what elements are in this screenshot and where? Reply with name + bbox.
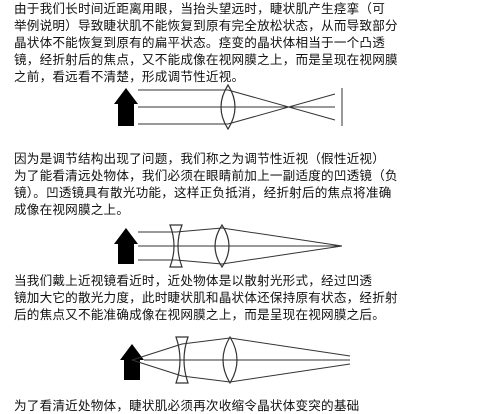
text-line: 举例说明）导致睫状肌不能恢复到原有完全放松状态，从而导致部分 — [14, 18, 398, 33]
convex-lens-shape — [214, 223, 230, 269]
convex-lens-shape — [222, 335, 238, 385]
ray-lower-out — [229, 363, 351, 383]
text-line: 为了能看清远处物体，我们必须在眼睛前加上一副适度的凹透镜（负 — [14, 168, 398, 183]
ray-lower-mid — [181, 375, 231, 383]
concave-lens-shape — [175, 336, 189, 384]
diagram-concave-lens-correction — [114, 223, 343, 269]
ray-upper-mid — [181, 337, 231, 345]
text-line: 为了看清近处物体，睫状肌必须再次收缩令晶状体变突的基础 — [14, 398, 360, 413]
paragraph-1: 由于我们长时间近距离用眼，当抬头望远时，睫状肌产生痉挛（可 举例说明）导致睫状肌… — [14, 0, 486, 85]
text-line: 因为是调节结构出现了问题，我们称之为调节性近视（假性近视） — [14, 151, 386, 166]
text-line: 后的焦点又不能准确成像在视网膜之上，而是呈现在视网膜之后。 — [14, 307, 386, 322]
ray-upper-out — [229, 337, 351, 357]
text-line: 之前，看远看不清楚，形成调节性近视。 — [14, 69, 245, 84]
ray-lower-out — [227, 93, 336, 125]
text-line: 镜加大它的散光力度，此时睫状肌和晶状体还保持原有状态，经折射 — [14, 290, 398, 305]
ray-upper-out — [221, 227, 343, 247]
concave-lens-shape — [169, 224, 183, 268]
ray-lower-out — [221, 245, 343, 265]
text-line: 成像在视网膜之上。 — [14, 202, 130, 217]
convex-lens-shape — [220, 83, 236, 131]
paragraph-3: 当我们戴上近视镜看近时，近处物体是以散射光形式，经过凹透 镜加大它的散光力度，此… — [14, 272, 486, 323]
text-line: 当我们戴上近视镜看近时，近处物体是以散射光形式，经过凹透 — [14, 273, 373, 288]
ray-lower-in — [131, 359, 183, 377]
text-line: 晶状体不能恢复到原有的扁平状态。痉变的晶状体相当于一个凸透 — [14, 35, 386, 50]
paragraph-2: 因为是调节结构出现了问题，我们称之为调节性近视（假性近视） 为了能看清远处物体，… — [14, 150, 486, 218]
object-arrow-icon — [114, 228, 138, 264]
object-arrow-icon — [120, 344, 144, 380]
ray-upper-mid — [175, 227, 223, 233]
ray-lower-mid — [175, 259, 223, 265]
text-line: 镜，经折射后的焦点，又不能成像在视网膜之上，而是呈现在视网膜 — [14, 52, 398, 67]
paragraph-4-partial: 为了看清近处物体，睫状肌必须再次收缩令晶状体变突的基础 — [14, 397, 486, 414]
object-arrow-icon — [114, 88, 138, 126]
ray-upper-in — [131, 343, 183, 361]
diagram-near-vision-focus-behind-retina — [120, 335, 351, 385]
text-line: 镜）。凹透镜具有散光功能，这样正负抵消，经折射后的焦点将准确 — [14, 185, 392, 200]
ray-upper-out — [227, 89, 336, 121]
diagram-myopia-focus-before-retina — [114, 83, 343, 131]
text-line: 由于我们长时间近距离用眼，当抬头望远时，睫状肌产生痉挛（可 — [14, 1, 386, 16]
